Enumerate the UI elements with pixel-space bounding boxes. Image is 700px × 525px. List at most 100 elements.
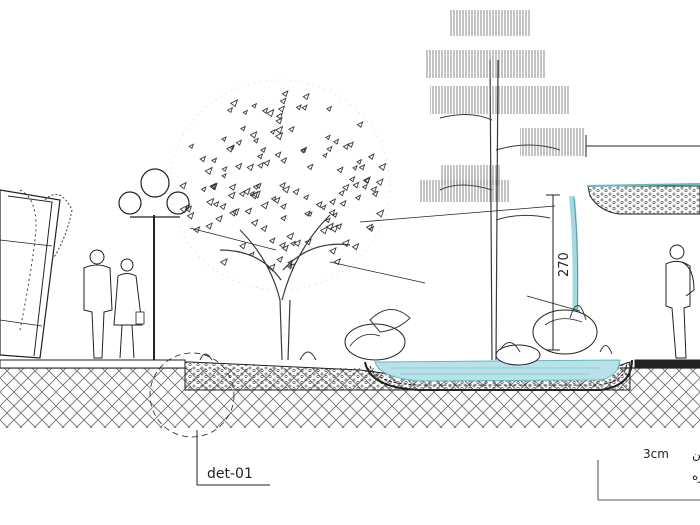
leaf-mark xyxy=(293,239,302,247)
person-man xyxy=(83,249,113,359)
leaf-mark xyxy=(273,196,281,205)
leaf-mark xyxy=(367,153,375,161)
leaf-mark xyxy=(244,207,253,215)
leaf-mark xyxy=(286,263,293,270)
leaf-mark xyxy=(280,214,287,222)
leaf-mark xyxy=(320,204,327,211)
leaf-mark xyxy=(329,246,337,255)
leaf-mark xyxy=(277,105,286,113)
leaf-mark xyxy=(239,242,247,250)
leaf-mark xyxy=(186,211,195,220)
street-lamp xyxy=(118,168,190,360)
leaf-mark xyxy=(324,217,331,224)
leaf-mark xyxy=(229,208,238,217)
leaf-mark xyxy=(325,222,334,231)
leaf-mark xyxy=(304,210,311,217)
leaf-mark xyxy=(324,134,331,141)
leaf-mark xyxy=(279,181,287,189)
detail-callout: det-01 xyxy=(149,352,270,486)
leaf-mark xyxy=(358,163,366,171)
leaf-mark xyxy=(250,218,259,227)
leaf-mark xyxy=(375,209,385,218)
leaf-mark xyxy=(274,151,282,159)
leaf-mark xyxy=(228,183,237,191)
leaf-mark xyxy=(288,125,295,133)
leaf-mark xyxy=(238,190,246,198)
leaf-mark xyxy=(260,146,267,154)
leaf-mark xyxy=(215,214,223,223)
leaf-mark xyxy=(329,198,337,206)
leaf-mark xyxy=(227,191,236,200)
leaf-mark xyxy=(249,130,258,139)
leaf-mark xyxy=(304,238,312,246)
leaf-mark xyxy=(221,136,227,142)
leaf-mark xyxy=(306,211,313,217)
leaf-mark xyxy=(292,188,300,196)
leaf-mark xyxy=(354,194,362,201)
leaf-mark xyxy=(260,224,268,233)
leaf-mark xyxy=(315,200,323,209)
leaf-mark xyxy=(361,183,368,190)
leaf-mark xyxy=(234,162,243,170)
tree-columnar xyxy=(420,10,585,361)
leaf-mark xyxy=(211,157,218,164)
leaf-mark xyxy=(342,183,350,192)
leader-lines xyxy=(189,205,581,312)
leaf-mark xyxy=(251,102,258,109)
leaf-mark xyxy=(268,237,276,244)
leaf-mark xyxy=(326,145,333,153)
leaf-mark xyxy=(200,186,207,193)
leaf-mark xyxy=(329,224,339,233)
leaf-mark xyxy=(242,109,249,116)
leaf-mark xyxy=(276,255,284,263)
leaf-mark xyxy=(352,164,358,171)
leaf-mark xyxy=(286,232,295,241)
leaf-mark xyxy=(322,152,328,159)
leaf-mark xyxy=(280,203,287,210)
leaf-mark xyxy=(221,172,227,179)
leaf-mark xyxy=(221,165,228,173)
leaf-mark xyxy=(240,125,246,132)
canopy-layers xyxy=(420,10,585,202)
leaf-mark xyxy=(336,166,344,174)
leaf-mark xyxy=(287,259,294,266)
leaf-mark xyxy=(252,183,260,191)
leaf-mark xyxy=(260,201,269,210)
leaf-mark xyxy=(263,159,271,167)
leaf-mark xyxy=(341,238,350,248)
leaf-mark xyxy=(275,117,283,125)
leaf-mark xyxy=(212,200,220,208)
leaf-mark xyxy=(278,241,287,249)
leaf-mark xyxy=(229,99,239,108)
leaf-mark xyxy=(279,97,287,105)
leaf-mark xyxy=(332,138,340,145)
leaf-mark xyxy=(306,163,314,171)
leaf-mark xyxy=(351,242,360,251)
note-persian-bottom: نقشه های سازه xyxy=(692,469,700,484)
leaf-mark xyxy=(261,107,269,114)
leaf-mark xyxy=(257,161,265,169)
leaf-mark xyxy=(269,129,276,135)
note-depth: 3cm xyxy=(643,447,669,461)
leaf-mark xyxy=(274,131,284,141)
leaf-mark xyxy=(301,104,308,111)
leaf-mark xyxy=(219,202,227,211)
leaf-mark xyxy=(193,225,201,234)
leaf-mark xyxy=(275,112,284,120)
leaf-mark xyxy=(246,163,255,172)
leaf-mark xyxy=(235,139,243,146)
tree-broadleaf xyxy=(169,79,391,361)
leaf-mark xyxy=(378,162,387,171)
leaf-mark xyxy=(367,225,375,232)
leaf-mark xyxy=(248,251,255,258)
leaf-mark xyxy=(281,244,289,252)
pergola xyxy=(0,189,73,359)
leaf-mark xyxy=(229,144,235,151)
leaf-mark xyxy=(371,190,379,198)
person-woman xyxy=(113,258,145,359)
leaf-mark xyxy=(179,181,187,190)
leaf-mark xyxy=(179,204,188,214)
leaf-mark xyxy=(270,195,277,202)
leaf-mark xyxy=(266,108,275,118)
leaf-mark xyxy=(364,177,371,184)
